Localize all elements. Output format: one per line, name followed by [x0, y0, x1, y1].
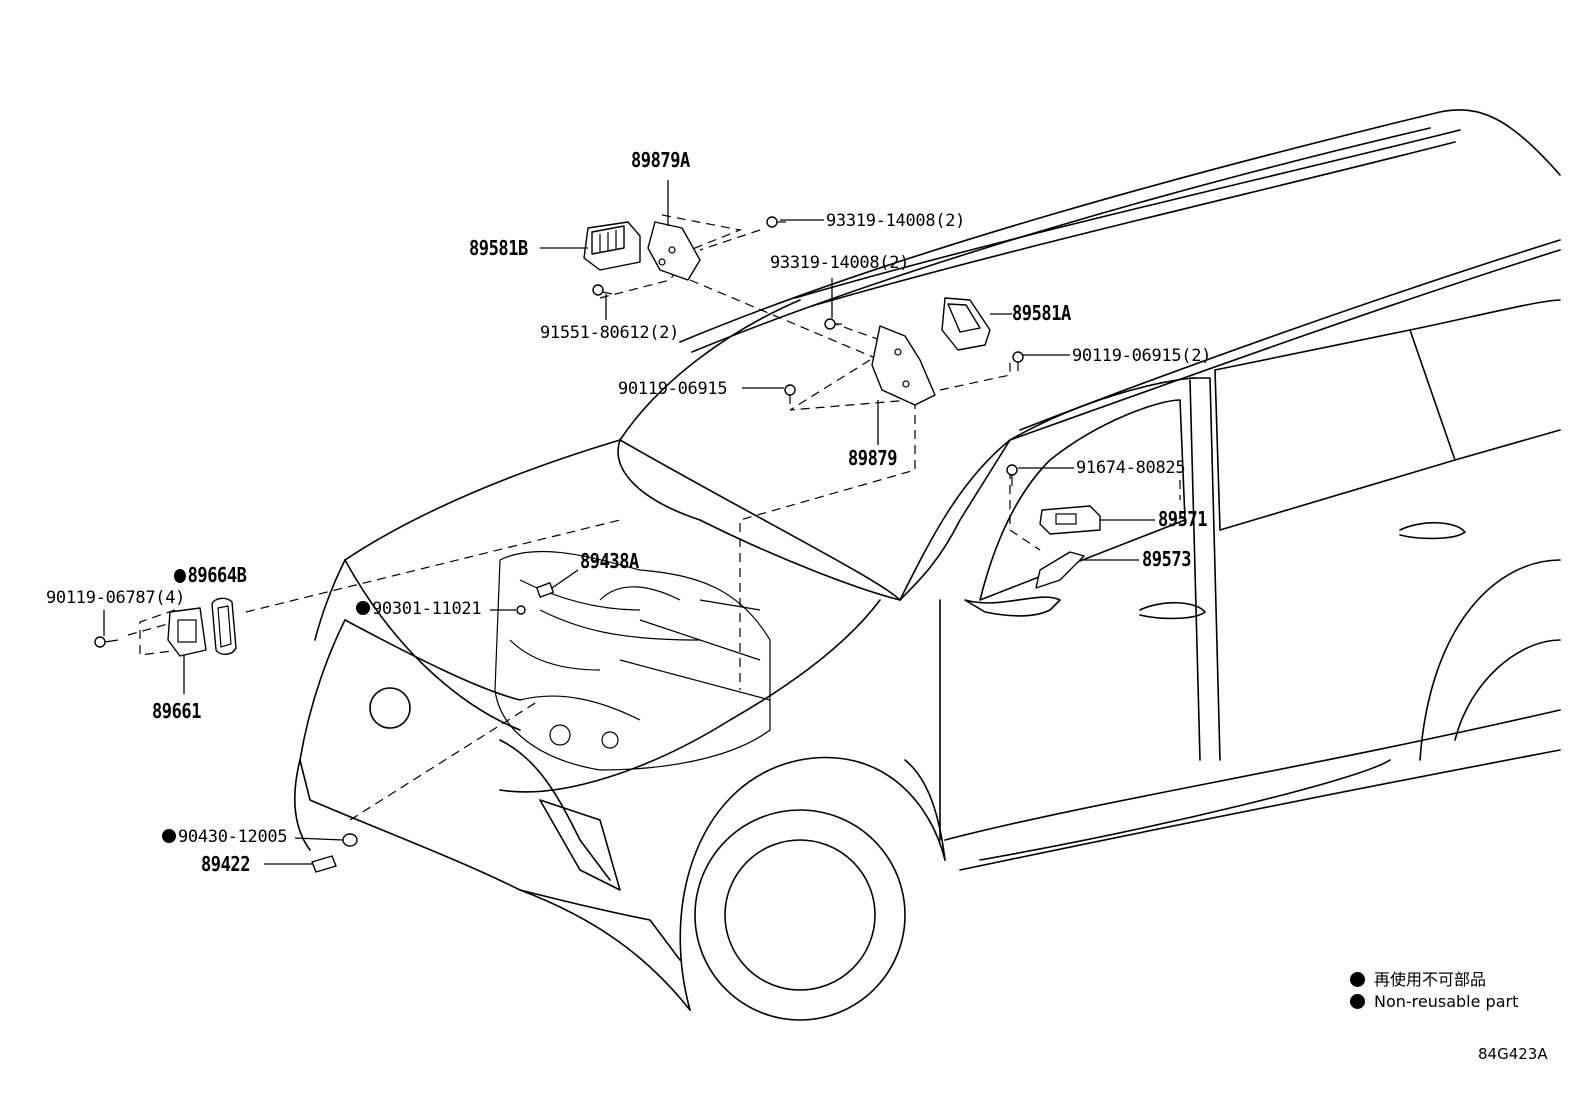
legend-en-text: Non-reusable part [1374, 992, 1519, 1011]
legend-en: Non-reusable part [1350, 992, 1518, 1011]
non-reusable-bullet-icon [1350, 994, 1365, 1009]
part-label-89879A[interactable]: 89879A [631, 148, 690, 172]
part-label-90430-12005[interactable]: 90430-12005 [162, 827, 288, 847]
part-89581B-shape [583, 221, 641, 271]
part-label-90301-11021[interactable]: 90301-11021 [356, 599, 482, 619]
bolt-icons [94, 216, 1024, 648]
part-label-90119-06915-b[interactable]: 90119-06915 [618, 379, 728, 399]
part-label-90119-06915-a[interactable]: 90119-06915(2) [1072, 346, 1212, 366]
part-89581A-shape [941, 297, 991, 351]
part-89571-shape [1039, 505, 1101, 535]
part-label-89664B[interactable]: 89664B [174, 565, 247, 585]
part-89573-shape [1035, 551, 1085, 589]
diagram-code: 84G423A [1478, 1045, 1548, 1063]
engine [494, 550, 771, 771]
part-label-93319-14008-a[interactable]: 93319-14008(2) [826, 211, 966, 231]
part-89879A-shape [647, 221, 701, 281]
part-89664B-shape [211, 597, 237, 655]
part-label-89571[interactable]: 89571 [1158, 507, 1208, 531]
part-label-89661[interactable]: 89661 [152, 699, 202, 723]
part-label-89581B[interactable]: 89581B [469, 236, 528, 260]
legend-jp-text: 再使用不可部品 [1374, 970, 1487, 989]
leader-lines [103, 180, 1155, 865]
part-label-89573[interactable]: 89573 [1142, 547, 1192, 571]
vehicle-outline [294, 109, 1561, 1021]
part-label-91674-80825[interactable]: 91674-80825 [1076, 458, 1186, 478]
part-label-91551-80612[interactable]: 91551-80612(2) [540, 323, 680, 343]
dashed-guides [127, 214, 1181, 821]
part-89879-shape [871, 325, 936, 406]
part-label-89879[interactable]: 89879 [848, 446, 898, 470]
part-90430-12005-shape [342, 833, 358, 847]
part-label-90119-06787[interactable]: 90119-06787(4) [46, 588, 186, 608]
part-label-89581A[interactable]: 89581A [1012, 301, 1071, 325]
part-label-93319-14008-b[interactable]: 93319-14008(2) [770, 253, 910, 273]
legend-jp: 再使用不可部品 [1350, 966, 1486, 990]
part-89438A-shape [536, 582, 554, 598]
part-label-89422[interactable]: 89422 [201, 852, 251, 876]
part-89422-shape [311, 855, 337, 873]
non-reusable-bullet-icon [1350, 972, 1365, 987]
part-label-89438A[interactable]: 89438A [580, 549, 639, 573]
part-89661-shape [167, 607, 207, 657]
